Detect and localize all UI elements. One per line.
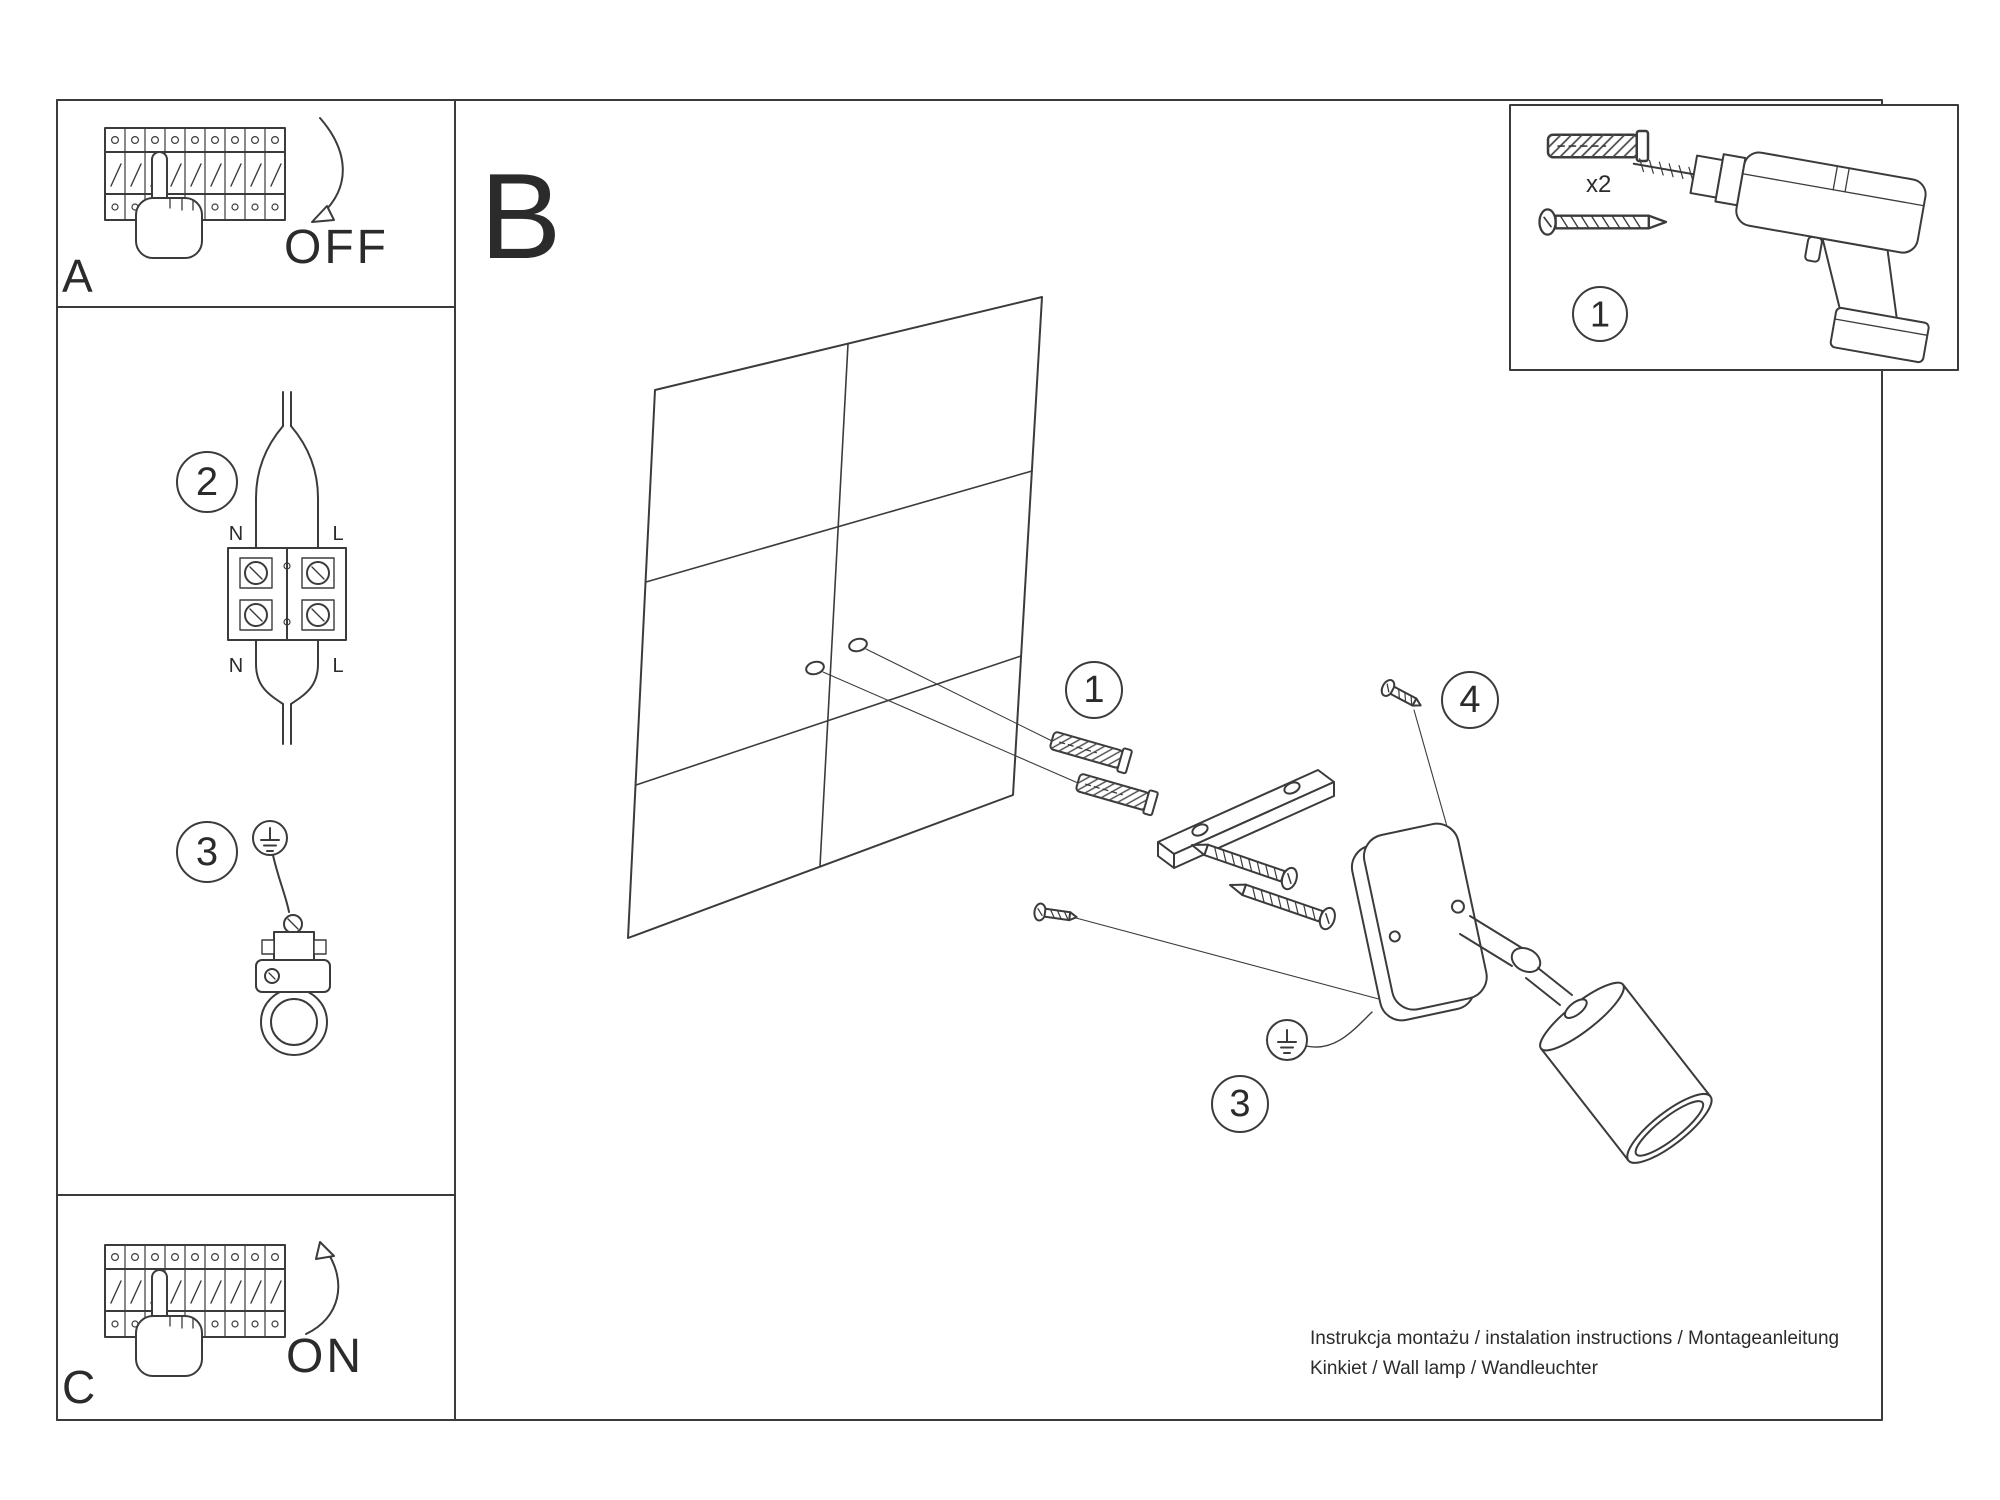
wall-plug-icon	[1073, 769, 1160, 817]
lamp-arm	[1459, 915, 1573, 1006]
step-3-ground-connector: 3	[176, 820, 331, 1056]
adjust-screw-icon	[1378, 676, 1426, 714]
drill-hole	[805, 660, 825, 676]
ground-clamp	[255, 914, 331, 1056]
callout-adjust-screw: 4	[1441, 671, 1499, 729]
anchor-quantity-label: x2	[1586, 171, 1611, 198]
main-border	[56, 99, 1883, 1421]
callout-tools: 1	[1572, 286, 1628, 342]
callout-adjust-screw-label: 4	[1459, 679, 1480, 721]
off-label: OFF	[284, 221, 389, 274]
panel-c-letter: C	[62, 1361, 95, 1413]
wire-n-top	[255, 425, 284, 549]
on-label: ON	[286, 1330, 364, 1383]
footer-line-2: Kinkiet / Wall lamp / Wandleuchter	[1310, 1358, 1599, 1379]
panel-c: ON C	[62, 1241, 364, 1413]
label-n-bottom: N	[229, 655, 243, 677]
callout-wiring-label: 2	[196, 460, 218, 504]
alignment-lines	[822, 648, 1453, 1003]
wire-l-top	[290, 425, 319, 549]
callout-anchors-label: 1	[1083, 669, 1104, 711]
ground-connection	[1266, 1011, 1373, 1061]
footer: Instrukcja montażu / instalation instruc…	[1310, 1328, 1839, 1379]
cable-bottom	[282, 703, 292, 745]
drill-icon	[1632, 151, 1930, 364]
lamp-base	[1350, 822, 1488, 1022]
lamp-shade	[1539, 981, 1713, 1164]
label-l-top: L	[332, 523, 343, 545]
footer-line-1: Instrukcja montażu / instalation instruc…	[1310, 1328, 1839, 1349]
section-b-label: B	[480, 148, 561, 284]
wire-l-bottom	[290, 639, 319, 705]
arrow-up-icon	[305, 1241, 340, 1335]
label-n-top: N	[229, 523, 243, 545]
wall-plug-icon	[1546, 129, 1650, 163]
callout-ground-left-label: 3	[196, 830, 218, 874]
drill-hole	[848, 637, 868, 653]
callout-ground-left: 3	[176, 821, 238, 883]
callout-tools-label: 1	[1590, 294, 1610, 335]
label-l-bottom: L	[332, 655, 343, 677]
panel-a: OFF A	[62, 117, 389, 302]
mounting-bracket	[1157, 769, 1335, 869]
callout-ground-main: 3	[1211, 1075, 1269, 1133]
step-2-wiring: 2 N L N L	[176, 391, 347, 745]
set-screw-icon	[1032, 901, 1079, 927]
callout-ground-main-label: 3	[1229, 1083, 1250, 1125]
panel-a-letter: A	[62, 250, 93, 302]
wire-n-bottom	[255, 639, 284, 705]
wall	[627, 296, 1043, 939]
cable-top	[282, 391, 292, 427]
callout-anchors: 1	[1065, 661, 1123, 719]
ground-wire	[272, 854, 290, 913]
arrow-down-icon	[311, 117, 344, 223]
tools-panel: x2 1	[1538, 129, 1930, 364]
wall-plug-icon	[1047, 727, 1134, 775]
callout-wiring: 2	[176, 451, 238, 513]
terminal-block	[227, 547, 347, 641]
assembly-scene: 1 4	[627, 296, 1713, 1164]
